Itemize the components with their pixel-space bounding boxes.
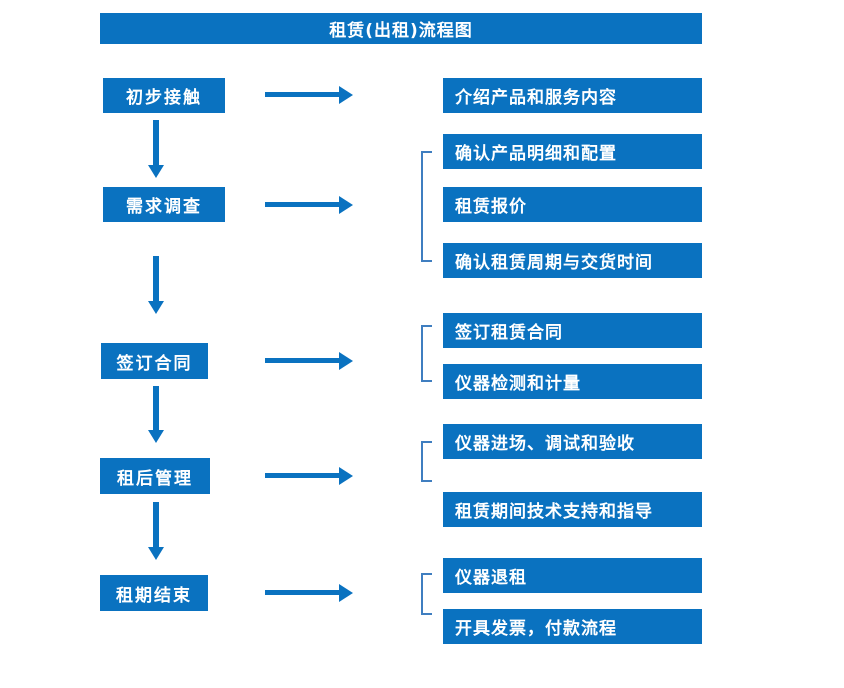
right-arrow-icon-5 [265,583,353,603]
down-arrow-icon-2 [148,256,164,314]
step-box-demand-survey: 需求调查 [103,187,225,222]
down-arrow-icon-4 [148,502,164,560]
down-arrow-icon-3 [148,386,164,443]
step-box-rental-end: 租期结束 [100,575,208,611]
detail-box-tech-support: 租赁期间技术支持和指导 [443,492,702,527]
detail-box-instrument-setup-acceptance: 仪器进场、调试和验收 [443,424,702,459]
detail-box-confirm-product-config: 确认产品明细和配置 [443,134,702,169]
detail-box-instrument-inspection: 仪器检测和计量 [443,364,702,399]
down-arrow-icon-1 [148,120,164,178]
bracket-group-demand-survey [421,151,432,262]
step-box-initial-contact: 初步接触 [103,78,225,113]
detail-box-introduce-products: 介绍产品和服务内容 [443,78,702,113]
detail-box-instrument-return: 仪器退租 [443,558,702,593]
detail-box-sign-rental-contract: 签订租赁合同 [443,313,702,348]
right-arrow-icon-3 [265,351,353,371]
page-title: 租赁(出租)流程图 [329,21,473,41]
bracket-group-post-rental [421,441,432,482]
step-box-post-rental-management: 租后管理 [100,458,210,494]
detail-box-invoice-payment: 开具发票，付款流程 [443,609,702,644]
right-arrow-icon-4 [265,466,353,486]
right-arrow-icon-2 [265,195,353,215]
detail-box-rental-quote: 租赁报价 [443,187,702,222]
step-box-sign-contract: 签订合同 [101,343,208,379]
bracket-group-rental-end [421,573,432,615]
title-bar: 租赁(出租)流程图 [100,13,702,44]
detail-box-confirm-period-delivery: 确认租赁周期与交货时间 [443,243,702,278]
bracket-group-sign-contract [421,325,432,382]
right-arrow-icon-1 [265,85,353,105]
